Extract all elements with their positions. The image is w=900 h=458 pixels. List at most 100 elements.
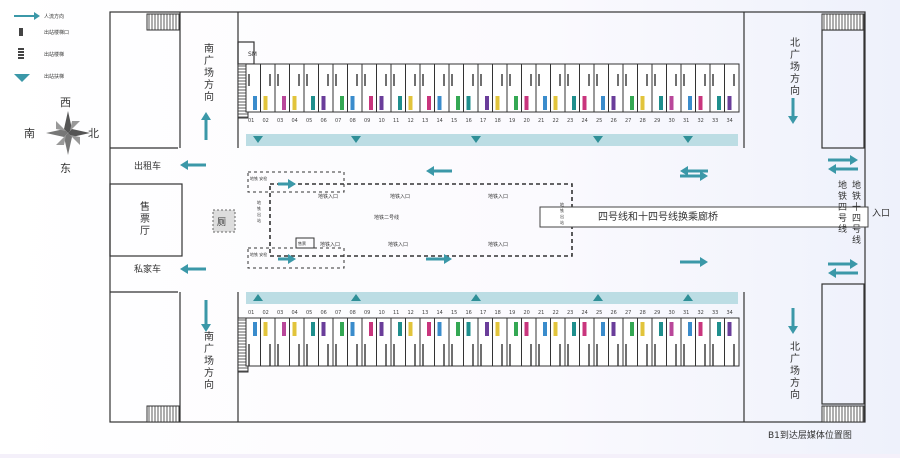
compass [46,111,90,155]
taxi-label: 出租车 [134,160,161,172]
slot-number: 30 [669,310,675,316]
slot-cell: 03 [274,63,290,124]
media-slot-marker [495,96,500,110]
svg-text:方: 方 [790,376,800,389]
flow-arrow-icon [426,254,452,264]
band-arrow-icon [593,136,603,143]
media-slot-marker [640,322,645,336]
ticket-hall-label: 售票厅 [140,200,150,237]
restroom-box [212,209,236,233]
slot-cell: 21 [535,63,551,124]
svg-text:方: 方 [204,78,214,91]
slot-number: 26 [611,118,617,124]
svg-text:铁: 铁 [560,207,564,213]
media-slot-marker [398,322,402,336]
slot-cell: 25 [593,63,609,124]
stair-hatch-block [821,13,865,31]
platform-band-bottom [246,292,738,304]
slot-number: 12 [408,310,414,316]
slot-number: 03 [277,118,283,124]
flow-arrow-icon [278,254,296,264]
svg-text:四: 四 [852,214,861,224]
band-arrow-icon [253,294,263,301]
media-slot-marker [688,96,692,110]
slot-cell: 31 [680,310,696,367]
flow-arrow-icon [278,179,296,189]
media-slot-marker [427,96,431,110]
caption: B1到达层媒体位置图 [768,429,852,441]
slot-cell: 34 [724,310,740,367]
slot-cell: 18 [492,63,508,124]
slot-cell: 22 [550,310,566,367]
band-arrow-icon [253,136,263,143]
slot-number: 27 [625,118,631,124]
slot-cell: 29 [651,310,667,367]
media-slot-marker [669,322,674,336]
transfer-corridor-label: 四号线和十四号线换乘廊桥 [598,210,718,223]
slot-cell: 18 [492,310,508,367]
slot-number: 08 [350,310,356,316]
slot-number: 24 [582,310,588,316]
slot-cell: 10 [376,63,392,124]
media-slot-marker [572,96,576,110]
slot-cell: 17 [477,63,493,124]
band-arrow-icon [683,136,693,143]
media-slot-marker [572,322,576,336]
media-slot-marker [292,322,297,336]
slot-cell: 21 [535,310,551,367]
slot-number: 28 [640,118,646,124]
media-slot-marker [427,322,431,336]
metro-checkin-bottom-label: 地铁 安检 [250,251,267,257]
slot-number: 33 [712,118,718,124]
flow-arrow-icon [180,264,206,274]
slot-cell: 13 [419,310,435,367]
slot-cell: 30 [666,310,682,367]
svg-text:向: 向 [204,378,214,391]
media-slot-marker [437,96,442,110]
media-slot-marker [437,322,442,336]
media-slot-marker [321,96,326,110]
media-slot-marker [543,96,547,110]
slot-number: 26 [611,310,617,316]
slot-number: 34 [727,310,733,316]
media-slot-marker [369,322,373,336]
slot-number: 29 [654,310,660,316]
media-slot-marker [408,322,413,336]
arrow-down-left-icon [14,74,30,82]
legend-label-3: 出站楼梯 [44,51,64,58]
svg-text:四: 四 [838,203,847,213]
media-slot-marker [611,96,616,110]
slot-cell: 30 [666,63,682,124]
media-slot-marker [321,322,326,336]
slot-number: 30 [669,118,675,124]
slot-number: 33 [712,310,718,316]
svg-text:出: 出 [560,213,564,219]
slot-number: 19 [509,118,515,124]
slot-cell: 28 [637,310,653,367]
metro-entrance-6: 地铁入口 [488,241,508,248]
slot-cell: 14 [434,63,450,124]
svg-text:广: 广 [790,353,800,365]
flow-arrows [180,98,858,334]
slot-cell: 26 [608,310,624,367]
media-slot-marker [553,96,558,110]
slot-cell: 29 [651,63,667,124]
slot-number: 19 [509,310,515,316]
svg-text:方: 方 [790,72,800,85]
media-slot-marker [282,322,286,336]
media-slot-marker [601,322,605,336]
slot-cell: 06 [318,310,334,367]
flow-arrow-icon [680,171,708,181]
svg-text:地: 地 [852,179,861,191]
media-slot-marker [466,96,471,110]
slot-number: 11 [393,310,399,316]
svg-text:方: 方 [204,366,214,379]
legend-label-1: 人流方向 [44,13,64,20]
metro-checkin-top [247,171,345,193]
slot-cell: 28 [637,63,653,124]
